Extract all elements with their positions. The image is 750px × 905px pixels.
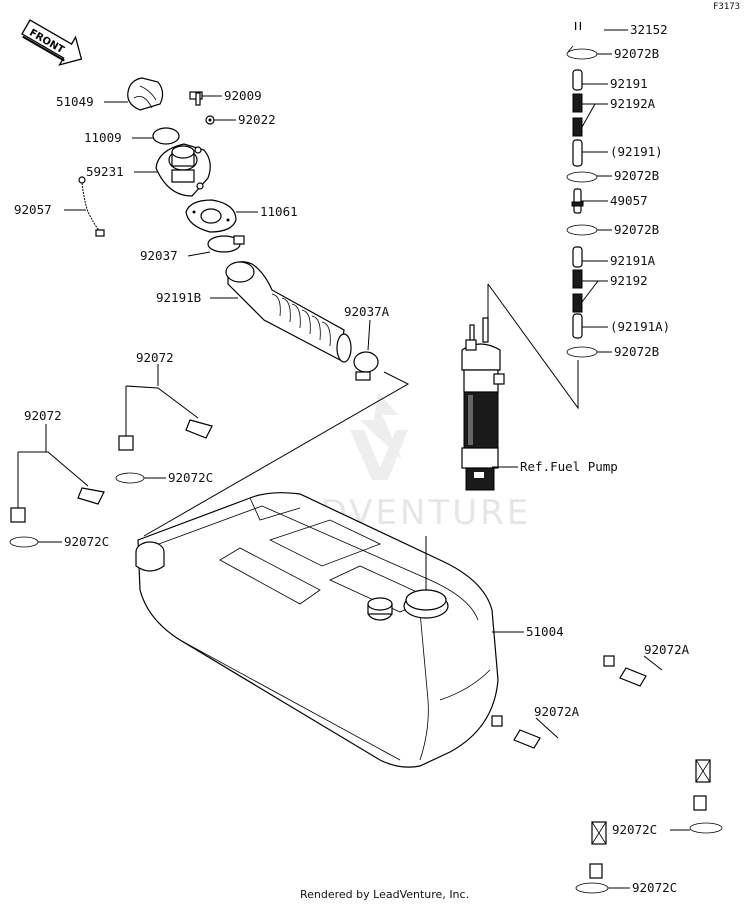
strap-92072-lower	[10, 451, 105, 523]
label-92072b-3: 92072B	[614, 222, 659, 237]
label-92072c-3: 92072C	[612, 822, 657, 837]
clip-92072c-1	[115, 472, 145, 484]
label-92037: 92037	[140, 248, 178, 263]
label-92057: 92057	[14, 202, 52, 217]
pump-hose-stack	[566, 6, 606, 358]
label-92191: 92191	[610, 76, 648, 91]
label-92009: 92009	[224, 88, 262, 103]
filler-neck-59231	[155, 143, 211, 197]
figure-code: F3173	[713, 2, 740, 12]
label-92072a-1: 92072A	[644, 642, 690, 657]
label-92072-2: 92072	[24, 408, 62, 423]
label-92037a: 92037A	[344, 304, 390, 319]
footer-credit: Rendered by LeadVenture, Inc.	[300, 888, 469, 901]
ref-fuel-pump-label: Ref.Fuel Pump	[520, 459, 618, 474]
label-92191a-paren: (92191A)	[610, 319, 670, 334]
label-59231: 59231	[86, 164, 124, 179]
front-arrow-icon: FRONT	[21, 19, 83, 66]
label-92072c-2: 92072C	[64, 534, 109, 549]
label-92072c-4: 92072C	[632, 880, 677, 895]
label-49057: 49057	[610, 193, 648, 208]
o-ring-11009	[152, 127, 180, 145]
labels-right: 32152 92072B 92191 92192A (92191) 92072B…	[610, 22, 670, 359]
label-92192a: 92192A	[610, 96, 656, 111]
gasket-11061	[185, 199, 237, 233]
clip-92072c-3	[689, 822, 723, 834]
pump-bracket-line	[487, 283, 579, 410]
cord-92057	[78, 176, 105, 237]
fuel-pump	[461, 317, 505, 491]
clip-92072c-2	[9, 536, 39, 548]
label-11009: 11009	[84, 130, 122, 145]
label-51049: 51049	[56, 94, 94, 109]
label-92072b-2: 92072B	[614, 168, 659, 183]
label-92072b-1: 92072B	[614, 46, 659, 61]
bolt-92009	[189, 91, 203, 106]
fuel-tank	[135, 492, 499, 768]
label-92072-1: 92072	[136, 350, 174, 365]
strap-92072a-lower	[491, 715, 607, 879]
label-11061: 11061	[260, 204, 298, 219]
label-51004: 51004	[526, 624, 564, 639]
label-92022: 92022	[238, 112, 276, 127]
clip-92072c-4	[575, 882, 609, 894]
label-92072c-1: 92072C	[168, 470, 213, 485]
washer-92022	[205, 115, 215, 125]
label-92191a: 92191A	[610, 253, 656, 268]
filler-cap-51049	[127, 77, 164, 111]
leader-lines-right	[581, 29, 628, 353]
label-32152: 32152	[630, 22, 668, 37]
label-92072a-2: 92072A	[534, 704, 580, 719]
strap-92072-upper	[118, 385, 213, 451]
hose-to-tank-line	[143, 371, 410, 537]
filler-hose-92191b	[225, 261, 352, 363]
strap-92072a-right	[603, 655, 711, 811]
label-92191b: 92191B	[156, 290, 201, 305]
label-92191-paren: (92191)	[610, 144, 663, 159]
label-92192: 92192	[610, 273, 648, 288]
label-92072b-4: 92072B	[614, 344, 659, 359]
clamp-92037a	[353, 351, 379, 381]
clamp-92037	[207, 235, 245, 253]
